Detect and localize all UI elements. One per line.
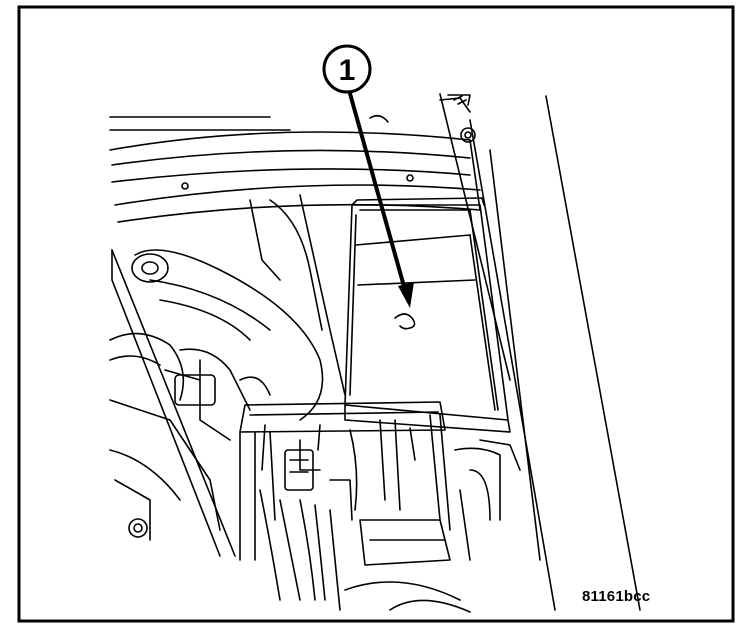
engine-components-left: [109, 194, 346, 541]
power-distribution-center: [344, 197, 511, 433]
callout-1-number: 1: [339, 54, 356, 87]
callout-1-circle: [322, 44, 372, 94]
callout-1-arrowhead: [398, 282, 414, 308]
hood-edge-lines: [439, 93, 641, 611]
callout-1: 1: [322, 44, 372, 94]
figure-id: 81161bcc: [582, 588, 651, 605]
callout-1-leader: [347, 88, 407, 292]
cross-member: [109, 94, 481, 223]
abs-module-and-brake-lines: [239, 401, 521, 613]
